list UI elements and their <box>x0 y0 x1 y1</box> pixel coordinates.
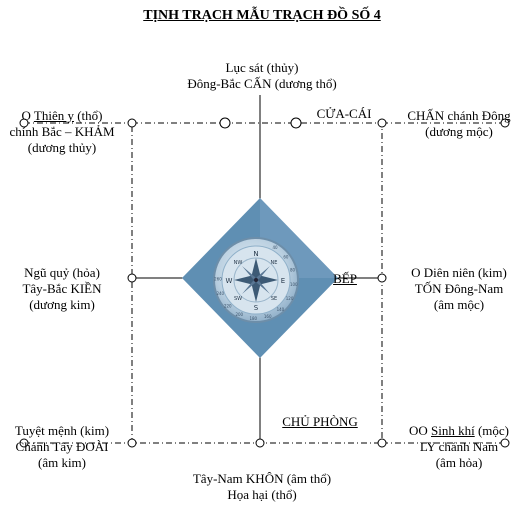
label-bottom-left-line1: Tuyệt mệnh (kim) <box>14 423 110 438</box>
node-top-right-outer <box>500 118 510 128</box>
label-bottom-right-line1: OO Sinh khí (mộc) <box>394 423 524 439</box>
label-left-line3: (dương kim) <box>29 297 95 312</box>
label-top-line1: Lục sát (thủy) <box>225 60 299 75</box>
compass-scale-label: 200 <box>235 312 243 317</box>
compass-icon: N E S W NE SE SW NW 40 60 80 100 120 140 160 18… <box>213 237 299 323</box>
label-top-line2: Đông-Bắc CẤN (dương thổ) <box>187 76 337 91</box>
compass-scale-label: 100 <box>290 282 298 287</box>
diagram-title: TỊNH TRẠCH MẪU TRẠCH ĐỒ SỐ 4 <box>143 8 381 23</box>
bottom-right-name: Sinh khí <box>431 423 475 438</box>
node-right <box>377 273 387 283</box>
compass-scale-label: 240 <box>216 291 224 296</box>
compass-scale-label: 80 <box>290 268 296 273</box>
label-top-right-line2: (dương mộc) <box>425 124 493 139</box>
top-left-suffix: (thổ) <box>73 108 103 123</box>
label-right-line3: (âm mộc) <box>433 297 485 312</box>
node-top-left-outer <box>19 118 29 128</box>
compass-letter-sw: SW <box>234 296 242 302</box>
label-left-line2: Tây-Bắc KIỀN <box>22 281 102 296</box>
label-bottom-left: Tuyệt mệnh (kim) Chánh Tây ĐOÀI (âm kim) <box>0 423 124 471</box>
compass-scale-label: 120 <box>286 296 294 301</box>
compass-scale-label: 60 <box>283 255 289 260</box>
node-left <box>127 273 137 283</box>
compass-scale-label: 260 <box>214 277 222 282</box>
label-left-line1: Ngũ quỷ (hỏa) <box>24 265 100 280</box>
node-bottom <box>255 438 265 448</box>
node-bottom-left-outer <box>19 438 29 448</box>
compass-scale-label: 40 <box>272 245 278 250</box>
compass-scale-label: 160 <box>264 314 272 319</box>
label-top-left-line3: (dương thủy) <box>27 140 97 155</box>
bottom-right-suffix: (mộc) <box>474 423 510 438</box>
node-bottom-right <box>377 438 387 448</box>
node-bottom-left <box>127 438 137 448</box>
compass-letter-ne: NE <box>271 260 278 266</box>
label-top: Lục sát (thủy) Đông-Bắc CẤN (dương thổ) <box>162 60 362 92</box>
compass-scale-label: 140 <box>277 307 285 312</box>
compass-letter-se: SE <box>271 296 277 302</box>
label-bottom: Tây-Nam KHÔN (âm thổ) Họa hại (thổ) <box>152 471 372 503</box>
node-top-left <box>127 118 137 128</box>
label-owner-room: CHỦ PHÒNG <box>282 414 358 429</box>
label-right-line2: TỐN Đông-Nam <box>414 281 504 296</box>
label-top-right-line1: CHẤN chánh Đông <box>407 108 511 123</box>
bottom-right-prefix: OO <box>408 423 431 438</box>
label-top-left-line1: O Thiên y (thổ) <box>0 108 124 124</box>
label-top-right: CHẤN chánh Đông (dương mộc) <box>394 108 524 140</box>
label-top-left-line2: chính Bắc – KHẢM <box>9 124 115 139</box>
label-bottom-right-line2: LY chánh Nam <box>419 439 499 454</box>
compass-letter-s: S <box>254 304 259 312</box>
node-top-mid-right <box>290 117 302 129</box>
label-bottom-left-line3: (âm kim) <box>37 455 86 470</box>
compass-scale-label: 220 <box>224 303 232 308</box>
compass-letter-w: W <box>226 277 233 285</box>
label-bottom-right-line3: (âm hỏa) <box>435 455 483 470</box>
label-bottom-left-line2: Chánh Tây ĐOÀI <box>15 439 109 454</box>
compass-letter-n: N <box>253 250 258 258</box>
node-top-right <box>377 118 387 128</box>
compass-scale-label: 180 <box>249 316 257 321</box>
compass-letter-nw: NW <box>234 260 243 266</box>
label-left: Ngũ quỷ (hỏa) Tây-Bắc KIỀN (dương kim) <box>0 265 124 313</box>
top-left-prefix: O <box>21 108 34 123</box>
node-top-mid-left <box>219 117 231 129</box>
label-door: CỬA-CÁI <box>316 106 372 121</box>
label-right-line1: O Diên niên (kim) <box>411 265 507 280</box>
label-bottom-right: OO Sinh khí (mộc) LY chánh Nam (âm hỏa) <box>394 423 524 471</box>
compass-letter-e: E <box>281 277 285 285</box>
label-kitchen: BẾP <box>333 271 357 286</box>
node-bottom-right-outer <box>500 438 510 448</box>
label-bottom-line1: Tây-Nam KHÔN (âm thổ) <box>192 471 332 486</box>
label-bottom-line2: Họa hại (thổ) <box>227 487 297 502</box>
label-top-left: O Thiên y (thổ) chính Bắc – KHẢM (dương … <box>0 108 124 156</box>
label-right: O Diên niên (kim) TỐN Đông-Nam (âm mộc) <box>394 265 524 313</box>
top-left-name: Thiên y <box>33 108 74 123</box>
